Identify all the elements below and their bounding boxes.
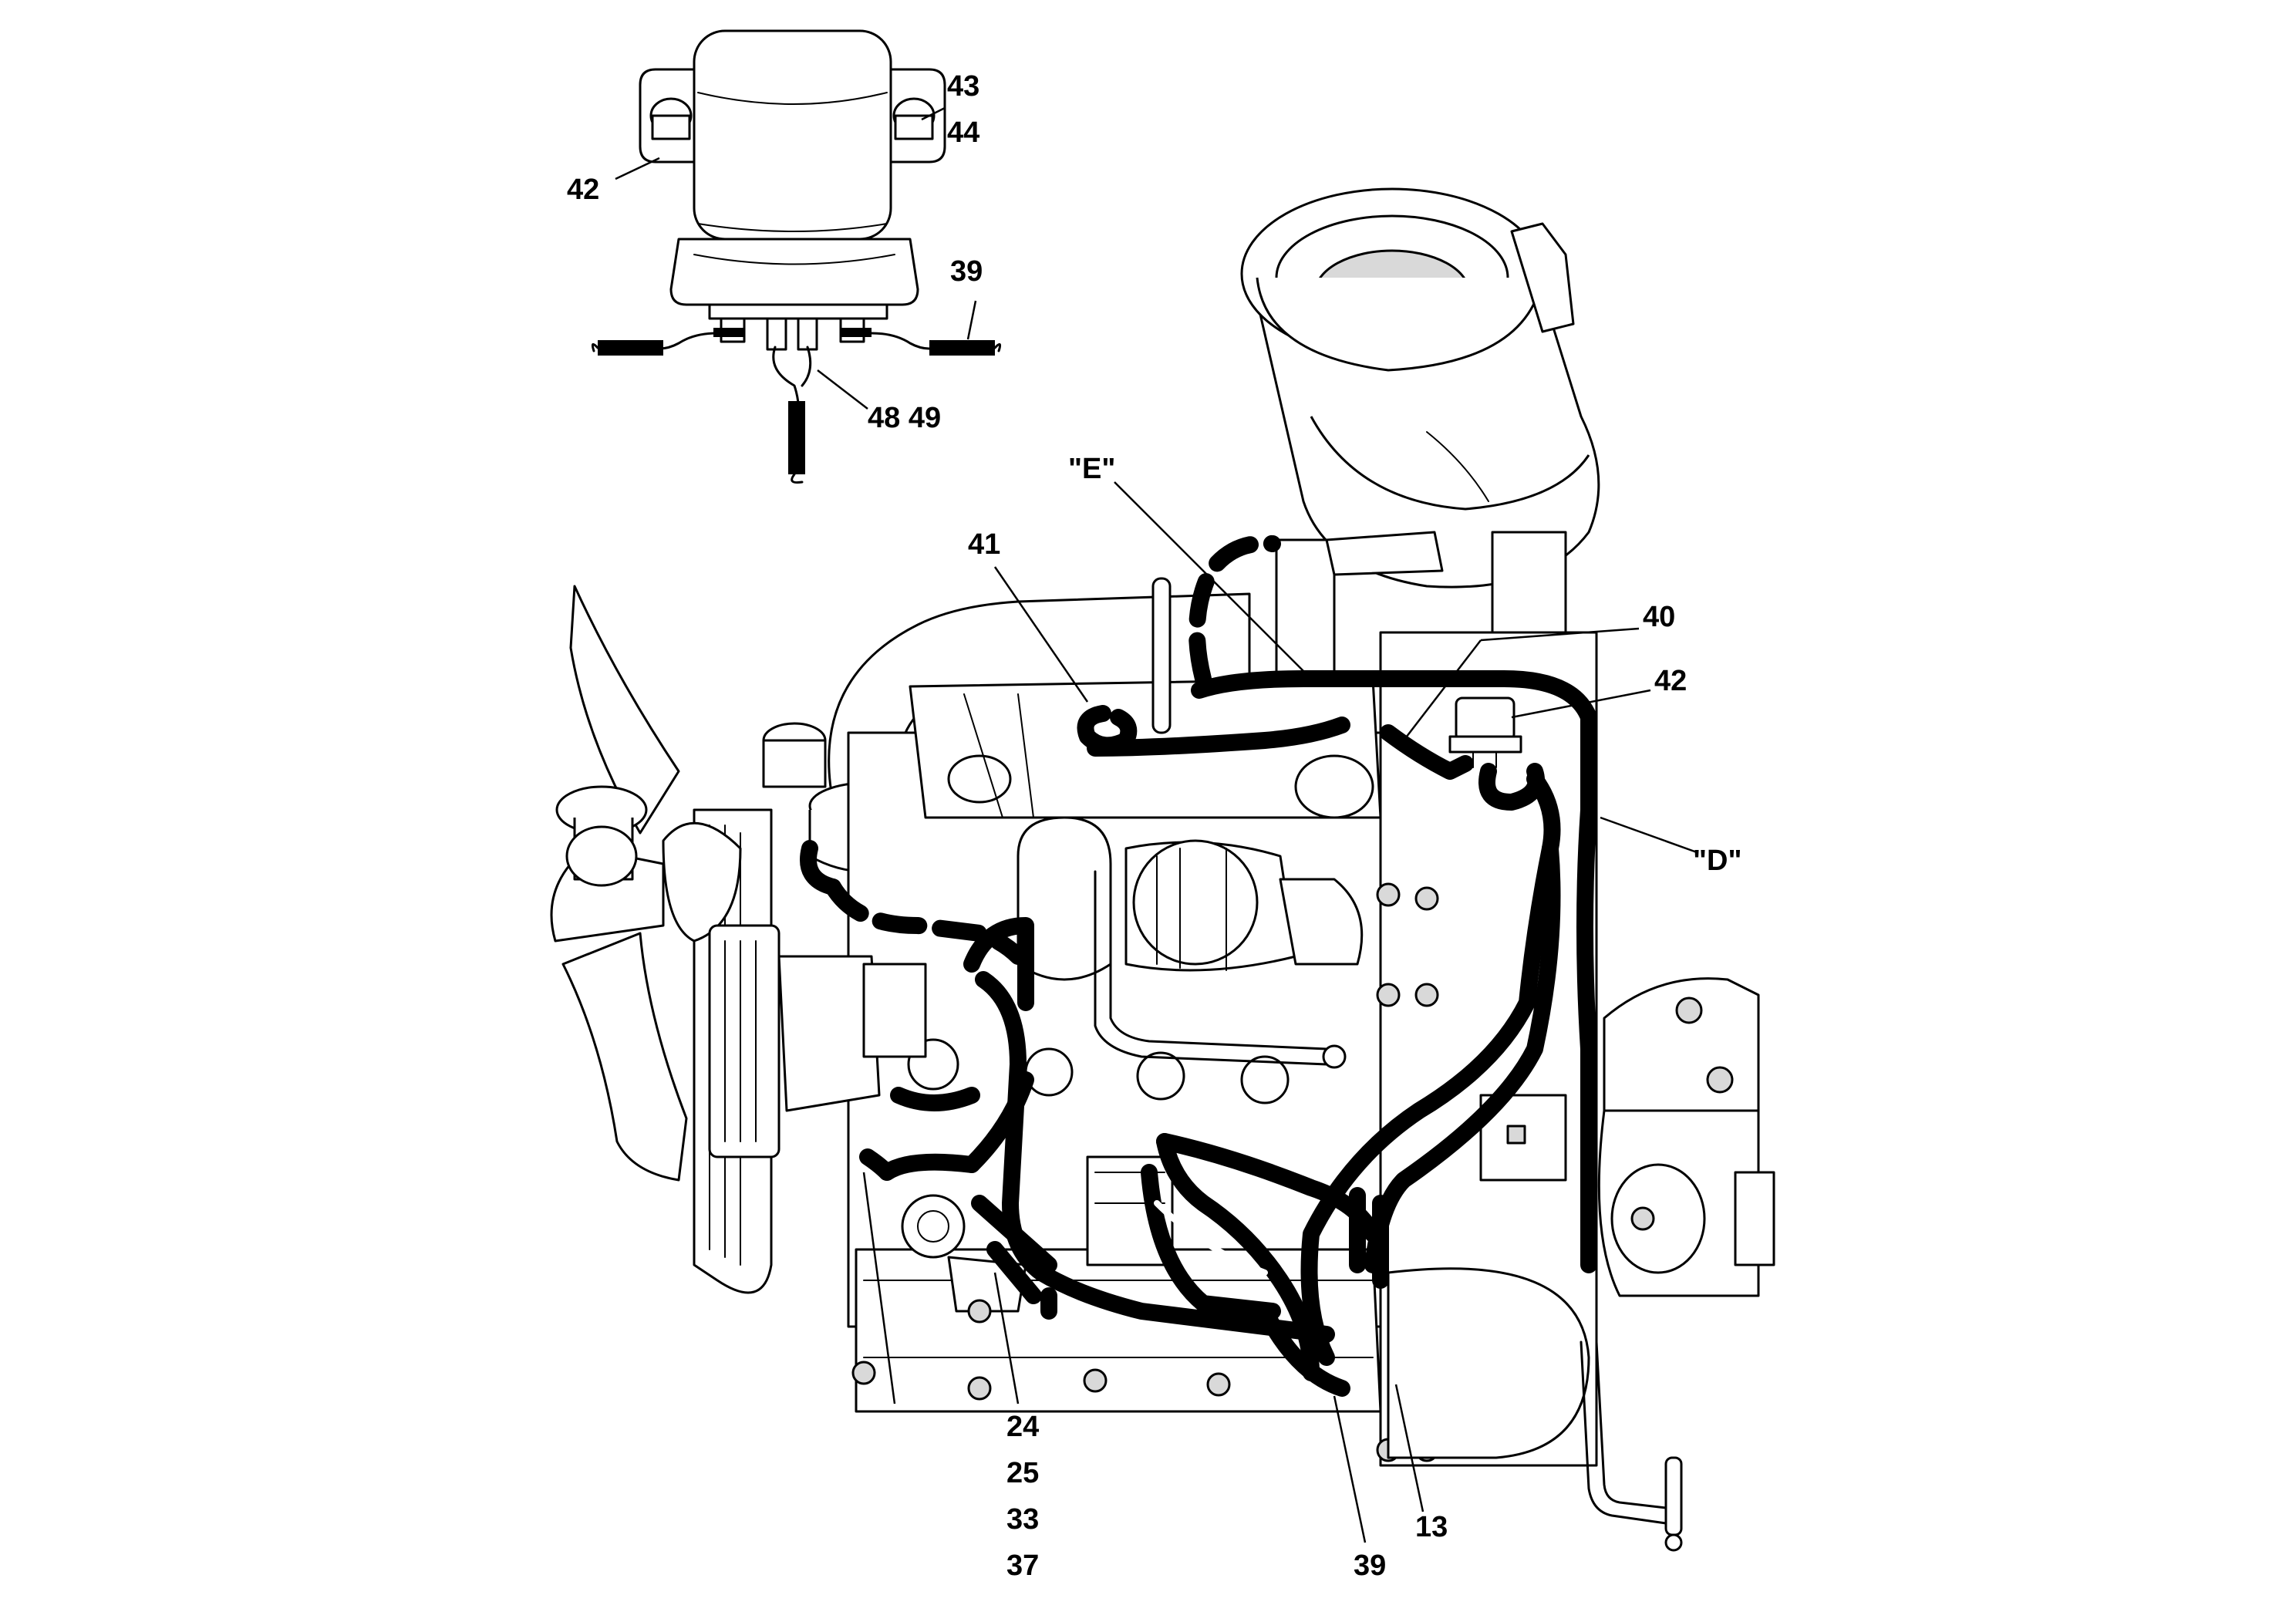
alternator [708, 924, 927, 1158]
callout-13: 13 [1415, 1511, 1448, 1543]
relay-terminals [713, 317, 872, 351]
callout-44: 44 [947, 116, 979, 149]
relay-mount-bolt-right [892, 97, 936, 140]
leader-lines [615, 106, 1698, 1543]
relay-inset [591, 29, 1002, 484]
air-intake-elbow [1240, 187, 1600, 588]
relay-body [639, 29, 946, 320]
oil-filler [762, 722, 827, 788]
callout-25: 25 [1006, 1457, 1039, 1489]
drain-tube [1580, 1340, 1683, 1552]
callout-39-main: 39 [1354, 1549, 1386, 1582]
callout-E: "E" [1068, 453, 1115, 485]
callout-39-inset: 39 [950, 255, 983, 288]
relay-mount-bolt-left [649, 97, 693, 140]
callout-41: 41 [968, 528, 1000, 561]
starter-relay [1448, 696, 1522, 768]
callout-42-inset: 42 [567, 174, 599, 206]
turbocharger [1017, 816, 1364, 981]
wire-sleeve-left [598, 340, 663, 356]
wire-sleeve-down [788, 401, 805, 474]
callout-37: 37 [1006, 1549, 1039, 1582]
callout-40: 40 [1643, 601, 1675, 633]
callout-33: 33 [1006, 1503, 1039, 1536]
hydraulic-pump [1597, 977, 1775, 1297]
flywheel-housing [1387, 1094, 1590, 1459]
cooling-fan [550, 585, 688, 1182]
callout-42-main: 42 [1654, 665, 1687, 697]
oil-lines [1094, 870, 1347, 1069]
callout-48-49: 48 49 [868, 402, 941, 434]
callout-43: 43 [947, 70, 979, 103]
relay-wires [591, 332, 1002, 484]
dipstick [1151, 577, 1172, 734]
callout-D: "D" [1693, 845, 1741, 877]
callout-24: 24 [1006, 1411, 1039, 1443]
wire-sleeve-right [929, 340, 995, 356]
callout-labels: 42 43 44 39 48 49 "E" 41 40 42 "D" 24 25… [567, 70, 1741, 1582]
wire-harness [800, 534, 1597, 1397]
